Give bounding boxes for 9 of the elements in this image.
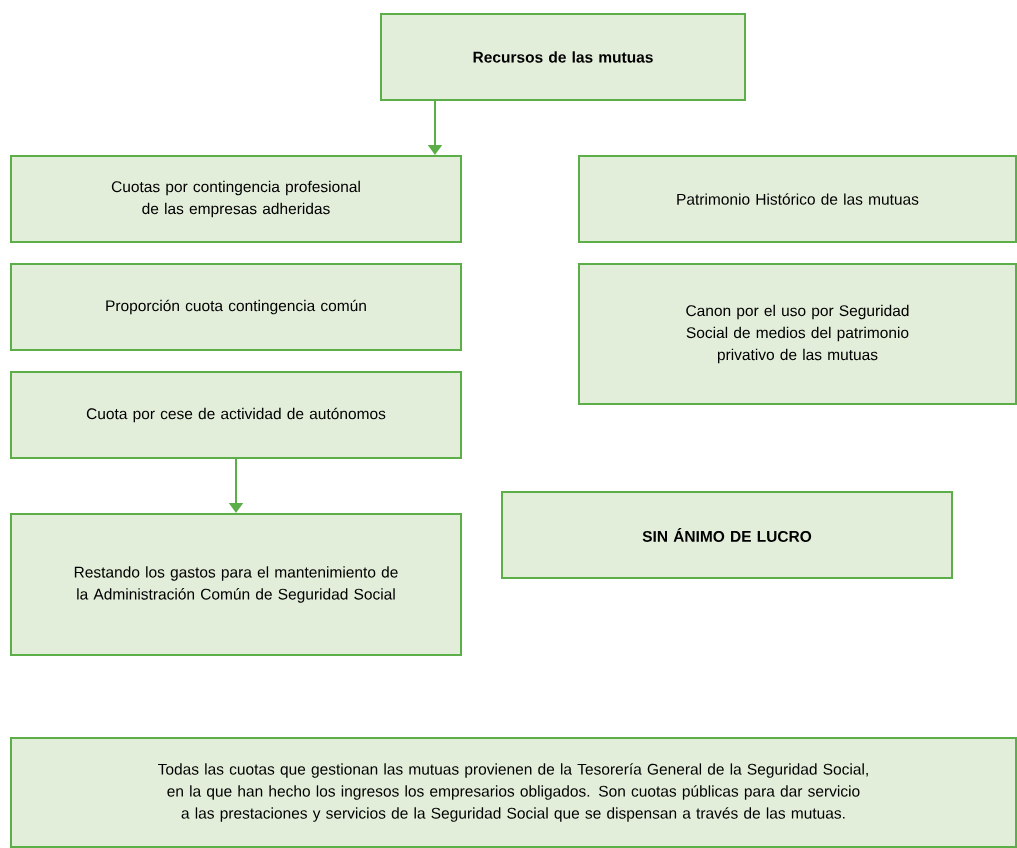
text-box: Patrimonio Histórico de las mutuas bbox=[578, 155, 1017, 243]
text-box: Restando los gastos para el mantenimiento de la Administración Común de Seguridad Social bbox=[10, 513, 462, 656]
text-box: Todas las cuotas que gestionan las mutuas provienen de la Tesorería General de la Seguridad Social, en la que han hecho los ingresos los empresarios obligados. Son cuotas públicas para dar servicio a las prestaciones y servicios de la Seguridad Social que se dispensan a través de las mutuas. bbox=[10, 737, 1017, 848]
text-box: Cuota por cese de actividad de autónomos bbox=[10, 371, 462, 459]
text-box: Recursos de las mutuas bbox=[380, 13, 746, 101]
text-box: Proporción cuota contingencia común bbox=[10, 263, 462, 351]
text-box: SIN ÁNIMO DE LUCRO bbox=[501, 491, 953, 579]
text-box: Cuotas por contingencia profesional de las empresas adheridas bbox=[10, 155, 462, 243]
text-box: Canon por el uso por Seguridad Social de medios del patrimonio privativo de las mutuas bbox=[578, 263, 1017, 405]
